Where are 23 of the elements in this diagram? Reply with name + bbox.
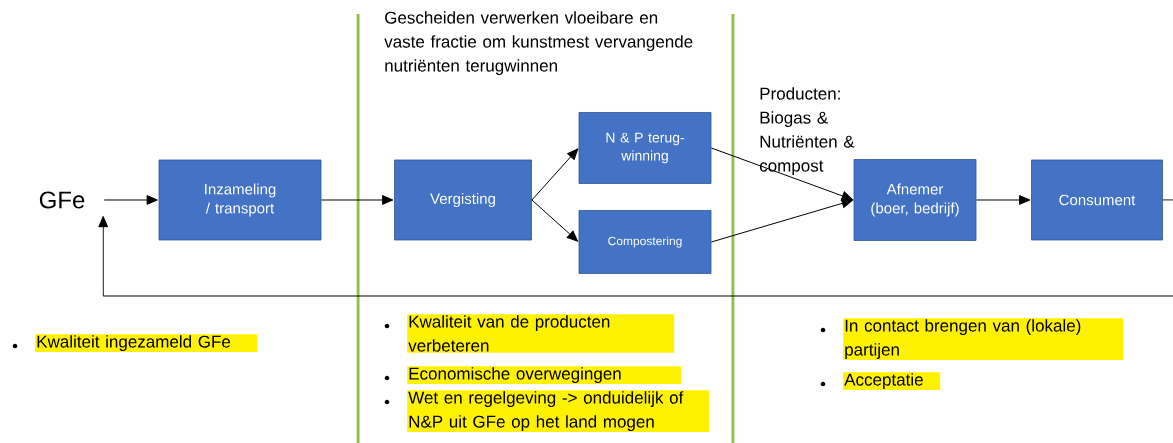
arrow — [320, 195, 394, 205]
process-box: Vergisting — [394, 159, 532, 241]
arrow — [710, 198, 853, 243]
highlighted-note: Economische overwegingen — [407, 366, 682, 385]
process-box: Consument — [1031, 159, 1163, 241]
arrow — [531, 148, 579, 201]
note-text: Gescheiden verwerken vloeibare en vaste fractie om kunstmest vervangende nutriënten terugwinnen — [384, 11, 693, 76]
highlighted-note: Kwaliteit van de producten verbeteren — [407, 314, 675, 353]
note-text: Producten: Biogas & Nutriënten & compost — [759, 87, 855, 176]
process-box: Compostering — [578, 210, 712, 274]
process-box: Afnemer (boer, bedrijf) — [853, 159, 977, 241]
text-label: GFe — [39, 191, 85, 209]
highlighted-note: Kwaliteit ingezameld GFe — [35, 334, 258, 353]
arrow — [531, 199, 579, 242]
highlighted-note: Wet en regelgeving -> onduidelijk of N&P uit GFe op het land mogen — [407, 390, 710, 433]
process-box: Inzameling / transport — [158, 159, 322, 241]
process-box: N & P terug- winning — [578, 112, 712, 184]
arrow — [975, 195, 1031, 205]
highlighted-note: In contact brengen van (lokale) partijen — [843, 318, 1124, 361]
arrow — [103, 195, 158, 205]
arrow — [98, 216, 1173, 297]
highlighted-note: Acceptatie — [843, 372, 941, 391]
arrow — [710, 147, 853, 201]
